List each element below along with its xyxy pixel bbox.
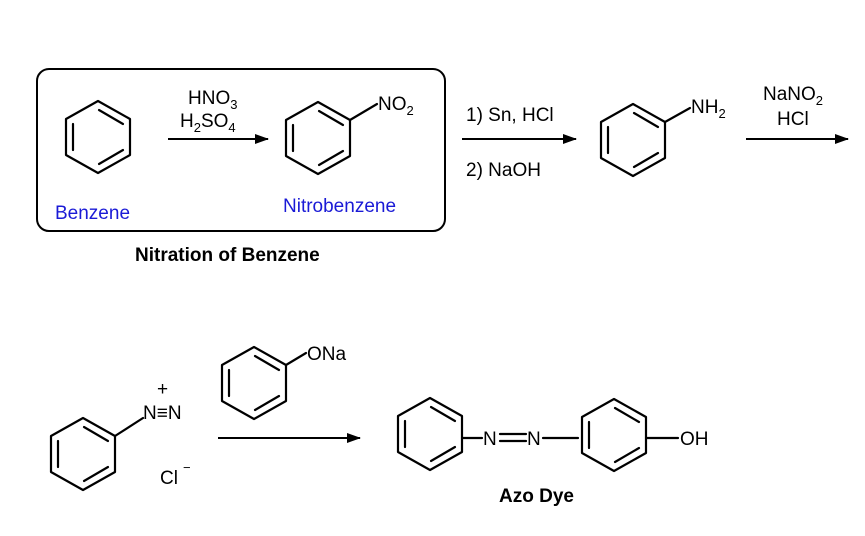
- diazonium-ring: [49, 416, 145, 492]
- nitro-group: NO2: [378, 94, 414, 118]
- reagent-nano2: NaNO2: [763, 84, 823, 108]
- reagent-h2so4: H2SO4: [180, 111, 236, 135]
- azo-n1: N: [483, 429, 497, 450]
- diazonium-charge: +: [157, 379, 168, 400]
- box-caption: Nitration of Benzene: [135, 245, 320, 266]
- reagent-hno3: HNO3: [188, 88, 237, 112]
- azo-left-ring: [396, 396, 464, 472]
- phenoxide-group: ONa: [307, 344, 347, 365]
- reagent-sn-hcl: 1) Sn, HCl: [466, 105, 554, 126]
- benzene-ring: [64, 99, 132, 175]
- phenoxide-ring: [220, 345, 308, 421]
- reagent-naoh: 2) NaOH: [466, 160, 541, 181]
- reagent-hcl: HCl: [777, 109, 809, 130]
- diazonium-group: N≡N: [143, 403, 182, 424]
- azo-right-ring: [580, 397, 680, 473]
- nitration-box: [36, 68, 446, 232]
- benzene-label: Benzene: [55, 203, 130, 224]
- nitrobenzene-label: Nitrobenzene: [283, 196, 396, 217]
- amino-group: NH2: [691, 97, 726, 121]
- nitrobenzene-ring: [284, 100, 379, 176]
- aniline-ring: [599, 102, 692, 178]
- product-label: Azo Dye: [499, 486, 574, 507]
- chloride-ion: Cl−: [160, 460, 191, 489]
- hydroxyl-group: OH: [680, 429, 709, 450]
- azo-n2: N: [527, 429, 541, 450]
